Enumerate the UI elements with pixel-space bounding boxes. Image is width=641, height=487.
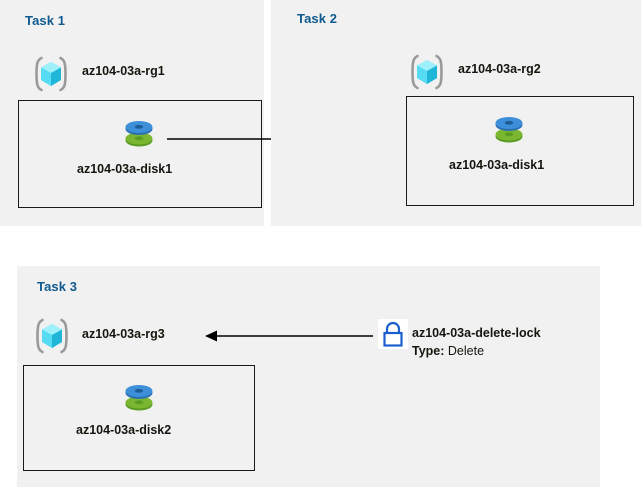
resource-group-icon [33,317,71,355]
task-1-resource-container [18,100,262,208]
managed-disk-icon [119,114,159,154]
managed-disk-icon [489,110,529,150]
lock-icon [378,319,408,349]
task-1-panel [0,0,264,226]
task-2-title: Task 2 [297,11,338,26]
managed-disk-icon [119,378,159,418]
resource-group-icon [32,55,70,93]
task-3-title: Task 3 [37,279,78,294]
disk-label-task3: az104-03a-disk2 [76,423,172,437]
resource-group-label: az104-03a-rg2 [458,62,541,76]
disk-label-task1: az104-03a-disk1 [77,162,173,176]
disk-label-task2: az104-03a-disk1 [449,158,545,172]
resource-group-label: az104-03a-rg3 [82,327,165,341]
resource-group-label: az104-03a-rg1 [82,64,165,78]
lock-type-key: Type: [412,344,445,358]
task-3-panel [17,266,600,487]
task-2-resource-container [406,96,634,206]
resource-group-icon [408,53,446,91]
task-1-title: Task 1 [25,13,66,28]
lock-label: az104-03a-delete-lock [412,326,541,340]
lock-type-row: Type: Delete [412,344,484,358]
task-2-panel [271,0,641,226]
task-3-resource-container [23,365,255,471]
lock-arrow [205,330,373,342]
lock-type-value: Delete [447,344,485,358]
